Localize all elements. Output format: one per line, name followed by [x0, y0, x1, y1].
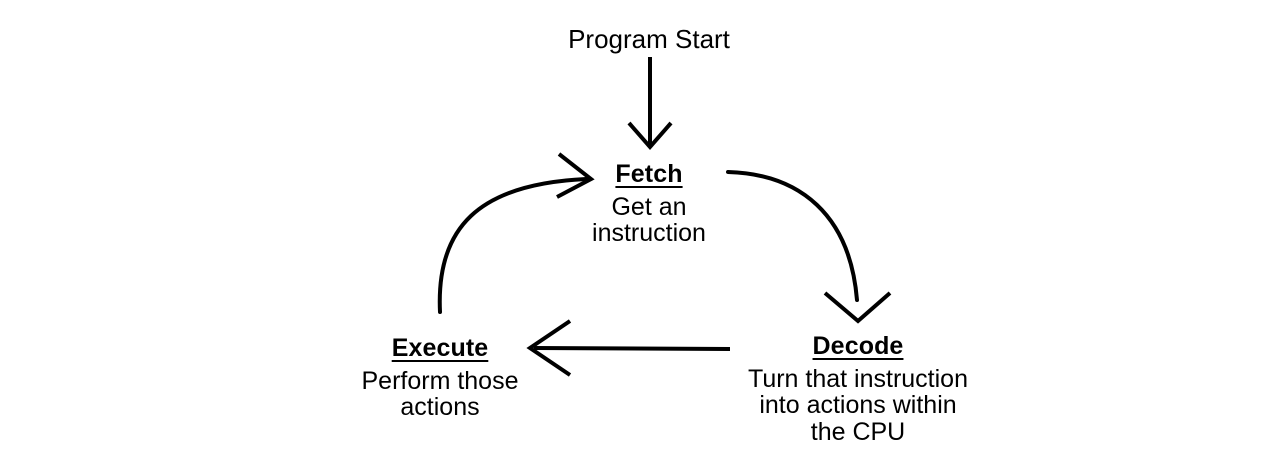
node-execute-description: Perform those actions — [361, 367, 519, 422]
node-fetch[interactable]: Fetch Get an instruction — [489, 162, 809, 247]
execute-to-fetch-arrow-head — [556, 152, 595, 199]
program-start-arrow — [627, 57, 673, 151]
decode-to-execute-arrow — [526, 319, 731, 377]
node-execute[interactable]: Execute Perform those actions — [280, 336, 600, 421]
fetch-to-decode-arrow — [726, 170, 892, 324]
decode-to-execute-arrow-shaft — [533, 346, 731, 351]
node-decode-title: Decode — [812, 332, 904, 360]
node-fetch-description: Get an instruction — [592, 193, 706, 248]
decode-to-execute-arrow-head — [526, 319, 572, 377]
node-fetch-title: Fetch — [615, 160, 683, 188]
program-start-label: Program Start — [568, 24, 730, 54]
program-start-arrow-head — [627, 121, 673, 151]
node-decode-description: Turn that instruction into actions withi… — [747, 365, 968, 446]
fetch-to-decode-arrow-shaft — [726, 170, 859, 302]
execute-to-fetch-arrow — [437, 152, 595, 314]
execute-to-fetch-arrow-shaft — [437, 177, 588, 314]
fetch-to-decode-arrow-head — [823, 291, 892, 324]
node-decode[interactable]: Decode Turn that instruction into action… — [698, 334, 1018, 445]
node-execute-title: Execute — [391, 334, 489, 362]
